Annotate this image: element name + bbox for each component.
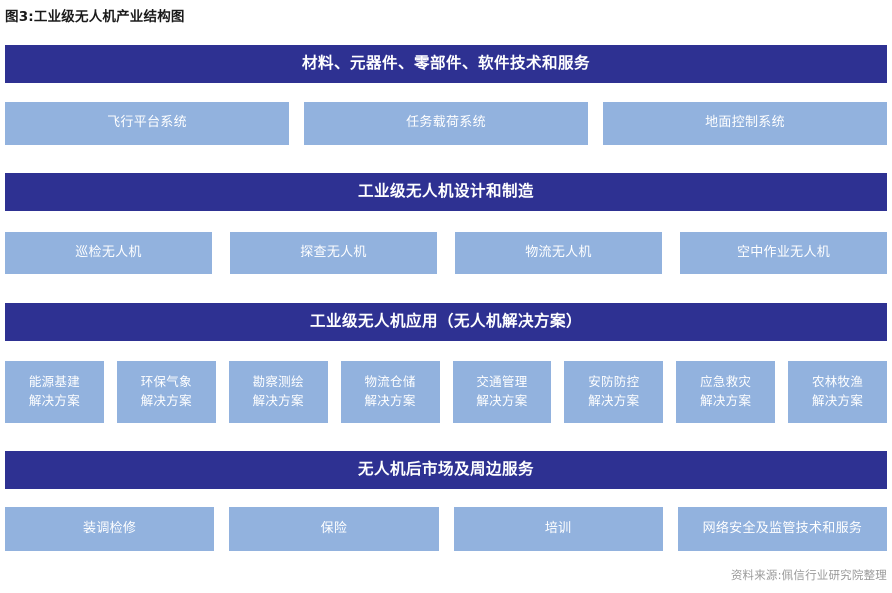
band-manufacturing-label: 工业级无人机设计和制造	[357, 182, 534, 201]
cell-label: 应急救灾 解决方案	[700, 374, 752, 408]
cell-label: 交通管理 解决方案	[476, 374, 528, 408]
cell-insurance[interactable]: 保险	[229, 507, 439, 551]
cell-assembly-maintenance[interactable]: 装调检修	[5, 507, 215, 551]
cell-traffic-management-solution[interactable]: 交通管理 解决方案	[452, 361, 552, 423]
row-aftermarket-items: 装调检修 保险 培训 网络安全及监管技术和服务	[5, 507, 887, 551]
row-applications-items: 能源基建 解决方案 环保气象 解决方案 勘察测绘 解决方案 物流仓储 解决方案 …	[5, 361, 887, 423]
row-manufacturing-items: 巡检无人机 探查无人机 物流无人机 空中作业无人机	[5, 232, 887, 274]
cell-label: 培训	[544, 520, 572, 536]
cell-label: 农林牧渔 解决方案	[811, 374, 864, 408]
source-note: 资料来源:佩信行业研究院整理	[730, 568, 887, 582]
cell-security-prevention-solution[interactable]: 安防防控 解决方案	[564, 361, 664, 423]
row-components-items: 飞行平台系统 任务载荷系统 地面控制系统	[5, 102, 887, 145]
cell-label: 飞行平台系统	[107, 115, 187, 131]
cell-label: 环保气象 解决方案	[140, 374, 192, 408]
cell-flight-platform-system[interactable]: 飞行平台系统	[5, 102, 289, 145]
band-applications-label: 工业级无人机应用（无人机解决方案）	[309, 312, 582, 331]
band-components: 材料、元器件、零部件、软件技术和服务	[5, 45, 887, 83]
band-aftermarket: 无人机后市场及周边服务	[5, 451, 887, 489]
cell-environment-meteorology-solution[interactable]: 环保气象 解决方案	[116, 361, 216, 423]
cell-label: 保险	[320, 520, 348, 536]
cell-logistics-drone[interactable]: 物流无人机	[455, 232, 662, 274]
cell-survey-drone[interactable]: 探查无人机	[230, 232, 437, 274]
band-aftermarket-label: 无人机后市场及周边服务	[357, 460, 534, 479]
cell-survey-mapping-solution[interactable]: 勘察测绘 解决方案	[228, 361, 328, 423]
cell-energy-infrastructure-solution[interactable]: 能源基建 解决方案	[5, 361, 104, 423]
cell-label: 勘察测绘 解决方案	[252, 374, 304, 408]
industry-structure-diagram: 材料、元器件、零部件、软件技术和服务 飞行平台系统 任务载荷系统 地面控制系统 …	[5, 45, 887, 551]
cell-mission-payload-system[interactable]: 任务载荷系统	[304, 102, 588, 145]
page-title: 图3:工业级无人机产业结构图	[5, 9, 185, 25]
cell-label: 空中作业无人机	[736, 244, 831, 260]
cell-ground-control-system[interactable]: 地面控制系统	[603, 102, 887, 145]
band-components-label: 材料、元器件、零部件、软件技术和服务	[301, 54, 590, 73]
cell-inspection-drone[interactable]: 巡检无人机	[5, 232, 212, 274]
cell-label: 安防防控 解决方案	[588, 374, 640, 408]
band-applications: 工业级无人机应用（无人机解决方案）	[5, 303, 887, 341]
cell-label: 巡检无人机	[75, 244, 142, 260]
cell-training[interactable]: 培训	[453, 507, 663, 551]
cell-aerial-work-drone[interactable]: 空中作业无人机	[680, 232, 887, 274]
cell-label: 装调检修	[83, 520, 137, 536]
cell-label: 地面控制系统	[705, 115, 785, 131]
cell-logistics-warehouse-solution[interactable]: 物流仓储 解决方案	[340, 361, 440, 423]
cell-label: 网络安全及监管技术和服务	[702, 520, 863, 536]
cell-label: 探查无人机	[300, 244, 367, 260]
cell-agriculture-forestry-solution[interactable]: 农林牧渔 解决方案	[788, 361, 887, 423]
cell-emergency-rescue-solution[interactable]: 应急救灾 解决方案	[676, 361, 776, 423]
cell-label: 物流无人机	[525, 244, 592, 260]
cell-label: 物流仓储 解决方案	[364, 374, 416, 408]
cell-label: 能源基建 解决方案	[28, 374, 81, 408]
band-manufacturing: 工业级无人机设计和制造	[5, 173, 887, 211]
cell-label: 任务载荷系统	[406, 115, 486, 131]
cell-cybersecurity-regulation-services[interactable]: 网络安全及监管技术和服务	[677, 507, 887, 551]
